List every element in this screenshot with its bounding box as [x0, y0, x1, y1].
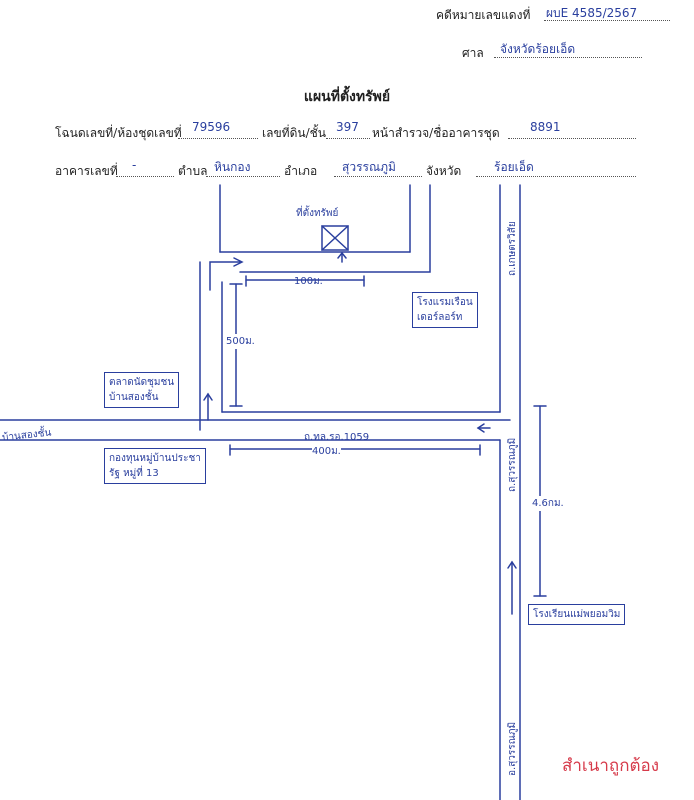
case-number-label: คดีหมายเลขแดงที่ [436, 8, 531, 22]
province-value: ร้อยเอ็ด [494, 160, 534, 174]
building-underline [116, 176, 174, 177]
market-landmark: ตลาดนัดชุมชน บ้านสองชั้น [104, 372, 180, 408]
province-underline [476, 176, 636, 177]
hotel-line-1: โรงแรมเรือน [417, 297, 473, 308]
right-road-top-label: ถ.เกษตรวิสัย [507, 221, 518, 276]
subdistrict-value: หินกอง [214, 160, 251, 174]
hotel-landmark: โรงแรมเรือน เดอร์ลอร์ท [412, 292, 478, 328]
certified-copy-stamp: สำเนาถูกต้อง [562, 756, 660, 776]
road-main-label: ถ.ทล.รอ.1059 [304, 432, 370, 443]
court-label: ศาล [462, 46, 484, 60]
school-landmark: โรงเรียนแม่พยอมวิม [528, 604, 626, 625]
survey-value: 8891 [530, 120, 561, 134]
province-label: จังหวัด [426, 164, 462, 178]
district-value: สุวรรณภูมิ [342, 160, 396, 174]
subdistrict-underline [206, 176, 280, 177]
dist-500-label: 500ม. [226, 334, 255, 349]
deed-label: โฉนดเลขที่/ห้องชุดเลขที่ [55, 126, 182, 140]
building-value: - [132, 158, 137, 172]
district-underline [334, 176, 422, 177]
property-marker-cross-b [321, 225, 349, 251]
page-title: แผนที่ตั้งทรัพย์ [303, 89, 391, 105]
property-arrow-head [337, 251, 347, 259]
property-marker [321, 225, 349, 251]
market-line-2: บ้านสองชั้น [109, 392, 159, 403]
building-label: อาคารเลขที่ [55, 164, 118, 178]
right-road-arrow-head [507, 560, 517, 569]
court-underline [494, 57, 642, 58]
fund-line-1: กองทุนหมู่บ้านประชา [109, 453, 201, 464]
access-road-arrow [233, 257, 244, 267]
dist-400-label: 400ม. [312, 444, 341, 459]
main-road-arrow-head [476, 423, 485, 433]
access-road-top [239, 184, 431, 273]
court-value: จังหวัดร้อยเอ็ด [500, 42, 576, 56]
right-road-bottom-label: อ.สุวรรณภูมิ [507, 721, 518, 776]
fund-landmark: กองทุนหมู่บ้านประชา รัฐ หมู่ที่ 13 [104, 448, 206, 484]
land-value: 397 [336, 120, 359, 134]
land-underline [326, 138, 370, 139]
deed-value: 79596 [192, 120, 231, 134]
deed-underline [178, 138, 258, 139]
land-label: เลขที่ดิน/ชั้น [262, 126, 326, 140]
dist-46-label: 4.6กม. [532, 496, 564, 511]
access-road-top-left [209, 261, 241, 291]
school-line-1: โรงเรียนแม่พยอมวิม [533, 609, 621, 620]
market-line-1: ตลาดนัดชุมชน [109, 377, 175, 388]
subdistrict-label: ตำบล [178, 164, 208, 178]
left-arrow-head [203, 392, 213, 401]
survey-label: หน้าสำรวจ/ชื่ออาคารชุด [372, 126, 500, 140]
case-number-value: ผบE 4585/2567 [546, 6, 638, 20]
fund-line-2: รัฐ หมู่ที่ 13 [109, 468, 159, 479]
dist-100-label: 100ม. [294, 276, 323, 287]
case-number-underline [544, 20, 670, 21]
hotel-line-2: เดอร์ลอร์ท [417, 312, 463, 323]
right-road-mid-label: ถ.สุวรรณภูมิ [507, 437, 518, 492]
property-label: ที่ตั้งทรัพย์ [296, 208, 339, 219]
district-label: อำเภอ [284, 164, 318, 178]
survey-underline [508, 138, 636, 139]
